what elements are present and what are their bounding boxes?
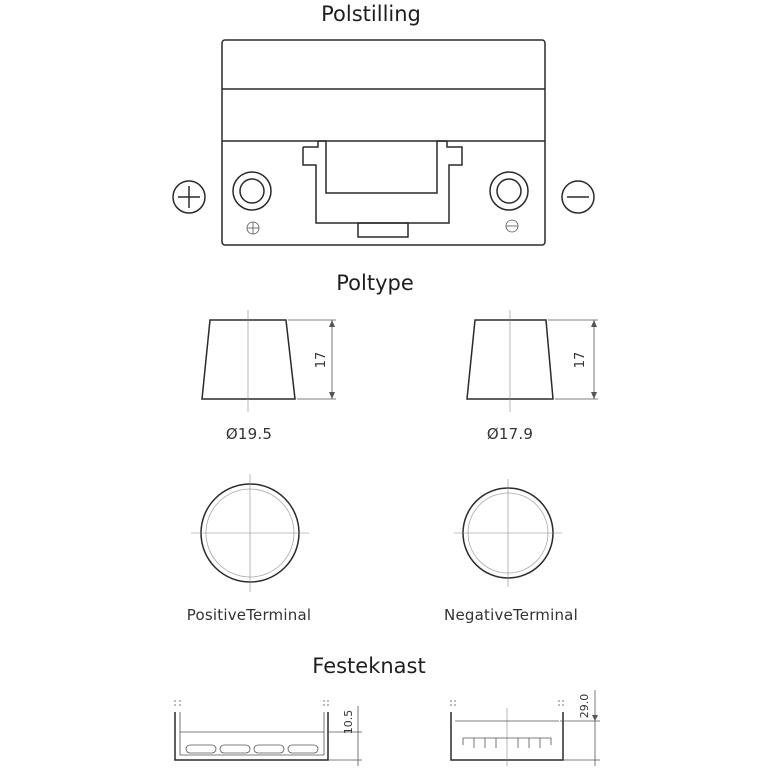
right-ledge-top [462,737,552,745]
negative-diameter-label: Ø17.9 [487,425,533,443]
handle-recess [302,141,463,224]
right-ledge-profile: 29.0 [450,690,600,766]
section-title-polstilling: Polstilling [321,2,421,26]
handle-recess-inner [318,140,447,194]
left-ledge-ribs [185,744,319,754]
positive-post-outer [232,171,272,211]
negative-post-outer [489,171,529,211]
left-ledge-outer [174,712,329,761]
negative-polarity-icon [561,180,595,214]
positive-diameter-label: Ø19.5 [226,425,272,443]
positive-terminal-name: PositiveTerminal [187,606,311,624]
section-title-festeknast: Festeknast [312,654,425,678]
left-ledge-inner [179,712,325,756]
positive-height-label: 17 [314,352,329,369]
left-ledge-profile: 10.5 [174,700,362,766]
right-ledge-dim-arrow [592,715,598,721]
positive-terminal-side-view: 17 [201,310,336,412]
negative-terminal-side-view: 17 [466,310,598,412]
negative-post-inner [496,178,522,204]
negative-cone [466,319,554,400]
negative-terminal-name: NegativeTerminal [444,606,578,624]
positive-post-inner [239,178,265,204]
battery-top-view [172,39,595,246]
negative-dim-arrow-top [591,320,597,327]
positive-polarity-icon [172,180,206,214]
negative-height-label: 17 [573,352,588,369]
positive-dim-arrow-top [329,320,335,327]
positive-dim-arrow-bottom [329,392,335,399]
right-ledge-ribs [473,738,541,748]
right-ledge-height-label: 29.0 [578,694,591,719]
vent-tab [357,222,409,238]
positive-terminal-top-view [191,474,309,592]
positive-cone [201,319,296,400]
positive-small-symbol [246,221,260,235]
battery-case [221,39,546,246]
section-title-poltype: Poltype [336,271,414,295]
negative-dim-arrow-bottom [591,392,597,399]
negative-small-symbol [505,219,519,233]
left-ledge-height-label: 10.5 [342,710,355,735]
negative-terminal-top-view [454,479,562,587]
